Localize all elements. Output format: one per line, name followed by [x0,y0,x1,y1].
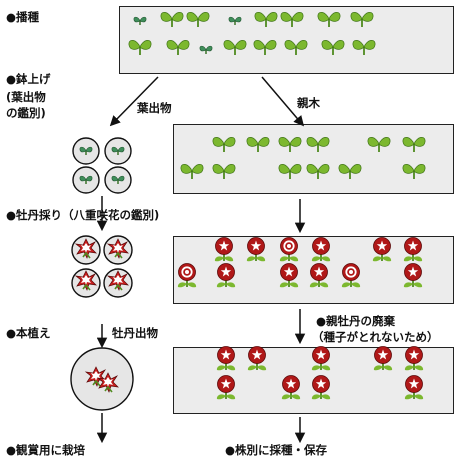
peony-tray-flowers [176,236,424,289]
potted-seedlings [72,137,132,194]
seedling-icon [212,163,236,180]
label-ornamental: ●観賞用に栽培 [6,443,86,457]
seedling-icon [223,39,247,56]
seedling-icon [254,11,278,28]
seedling-icon [321,39,345,56]
label-peony-sort: ●牡丹採り（八重咲花の鑑別) [6,208,160,222]
seedling-icon [350,11,374,28]
seedling-icon [338,163,362,180]
star-flower-icon [310,345,332,372]
parent-seedlings [180,136,426,180]
star-flower-icon [402,236,424,263]
star-flower-icon [215,374,237,401]
label-sowing: ●播種 [6,10,40,24]
star-flower-icon [246,345,268,372]
seedling-icon [352,39,376,56]
seedling-icon [367,136,391,153]
seedling-icon [133,16,147,26]
star-flower-icon [402,262,424,289]
star-flower-icon [403,345,425,372]
star-flower-icon [245,236,267,263]
final-tray-flowers [215,345,425,401]
seedling-icon [212,136,236,153]
seedling-icon [280,11,304,28]
star-flower-icon [308,262,330,289]
seedling-icon [306,136,330,153]
seedling-icon [402,163,426,180]
sowing-seedlings [128,11,376,56]
star-flower-icon [310,236,332,263]
label-planting: ●本植え [6,326,51,340]
star-flower-icon [403,374,425,401]
label-peony-variant: 牡丹出物 [112,326,158,340]
potted-double-flowers [71,235,133,298]
seedling-icon [284,39,308,56]
seedling-icon [228,16,242,26]
seedling-icon [160,11,184,28]
label-potting-note-1: (葉出物 [6,90,46,104]
arrow-icon [109,76,159,127]
seedling-icon [317,11,341,28]
seedling-icon [199,45,213,55]
seedling-icon [246,136,270,153]
label-potting-note-2: の鑑別) [6,106,46,120]
label-leaf-variant: 葉出物 [137,101,172,115]
seedling-icon [278,136,302,153]
star-flower-icon [215,262,237,289]
arrow-icon [261,76,305,127]
label-parent-plants: 親木 [297,96,320,110]
seedling-icon [166,39,190,56]
seedling-icon [402,136,426,153]
star-flower-icon [371,236,393,263]
star-flower-icon [280,374,302,401]
seedling-icon [186,11,210,28]
star-flower-icon [215,345,237,372]
target-flower-icon [176,262,198,289]
target-flower-icon [340,262,362,289]
target-flower-icon [278,236,300,263]
label-discard-reason: （種子がとれないため） [312,330,439,344]
parent-tray [173,124,454,194]
star-flower-icon [278,262,300,289]
seedling-icon [306,163,330,180]
seedling-icon [128,39,152,56]
star-flower-icon [372,345,394,372]
label-discard-parent: ●親牡丹の廃棄 [316,314,396,328]
label-potting: ●鉢上げ [6,72,51,86]
star-flower-icon [310,374,332,401]
seedling-icon [278,163,302,180]
seedling-icon [180,163,204,180]
final-pot [70,347,134,411]
star-flower-icon [213,236,235,263]
seedling-icon [253,39,277,56]
label-divide-save: ●株別に採種・保存 [225,443,328,457]
